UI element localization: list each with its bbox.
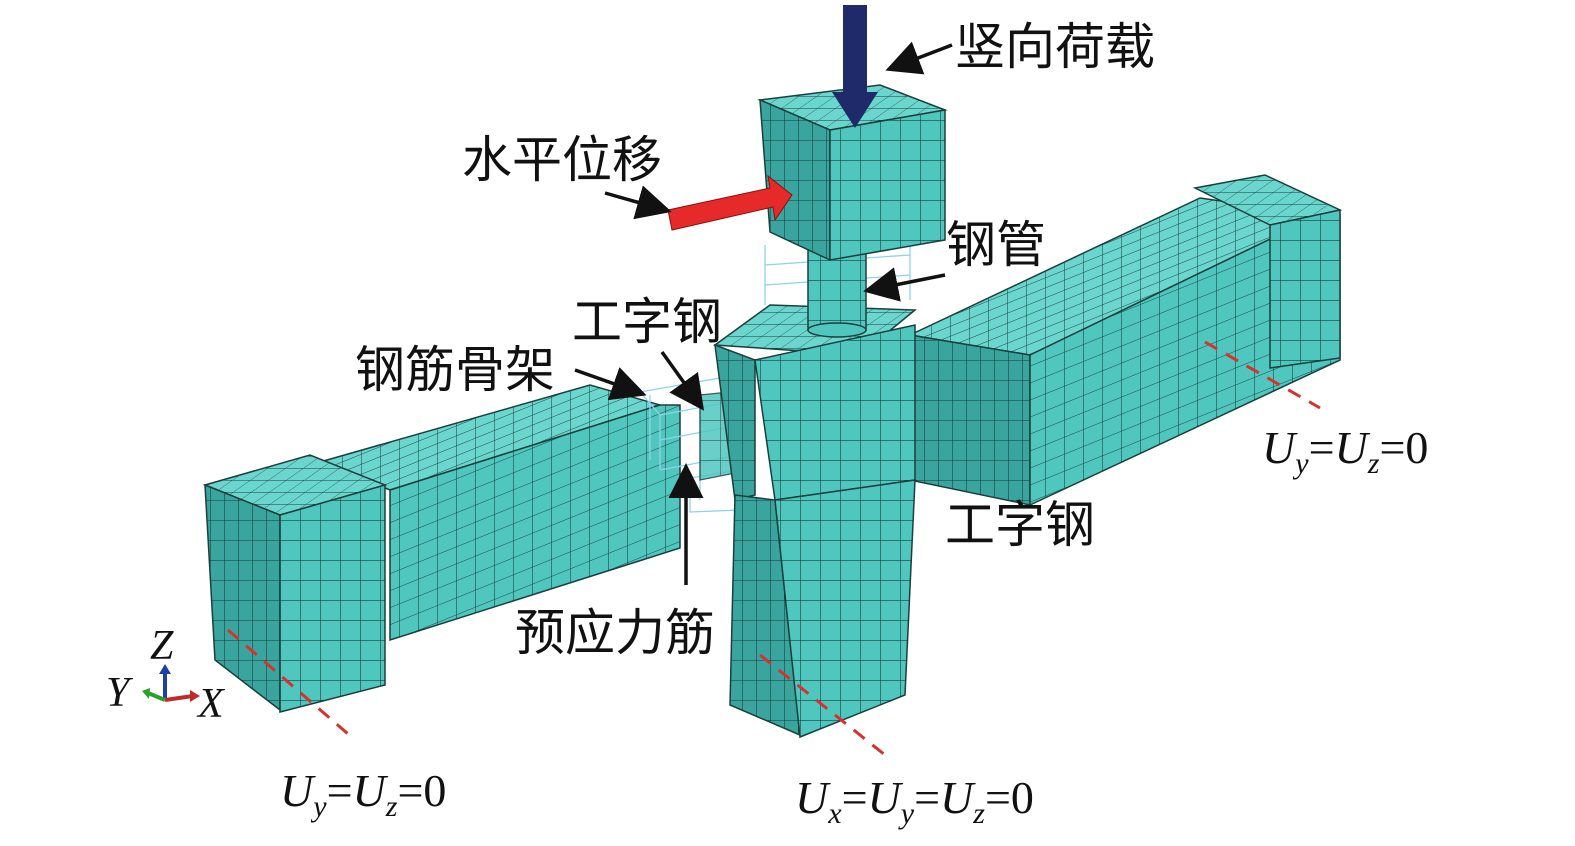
steel-tube — [807, 249, 867, 338]
left-beam — [202, 384, 681, 713]
right-beam — [907, 174, 1343, 507]
i-beam-top-label: 工字钢 — [572, 293, 722, 351]
boundary-dashes — [227, 340, 1321, 757]
axis-triad — [142, 664, 200, 702]
steel-tube-label: 钢管 — [946, 216, 1046, 274]
horizontal-displacement-arrow — [667, 174, 793, 231]
rebar-cage-label: 钢筋骨架 — [355, 341, 555, 399]
i-beam-right-label: 工字钢 — [945, 496, 1095, 554]
boundary-left-label: Uy=Uz=0 — [280, 765, 447, 823]
vertical-load-label: 竖向荷载 — [955, 18, 1155, 76]
horizontal-displacement-label: 水平位移 — [462, 131, 662, 189]
boundary-middle-label: Ux=Uy=Uz=0 — [795, 772, 1034, 830]
vertical-load-arrow — [832, 5, 878, 128]
prestress-tendon-label: 预应力筋 — [515, 604, 715, 662]
axis-z-label: Z — [150, 623, 174, 669]
axis-x-label: X — [198, 681, 224, 727]
axis-y-label: Y — [106, 670, 130, 716]
column — [712, 304, 918, 739]
boundary-right-label: Uy=Uz=0 — [1262, 422, 1429, 480]
label-leaders — [574, 41, 953, 585]
